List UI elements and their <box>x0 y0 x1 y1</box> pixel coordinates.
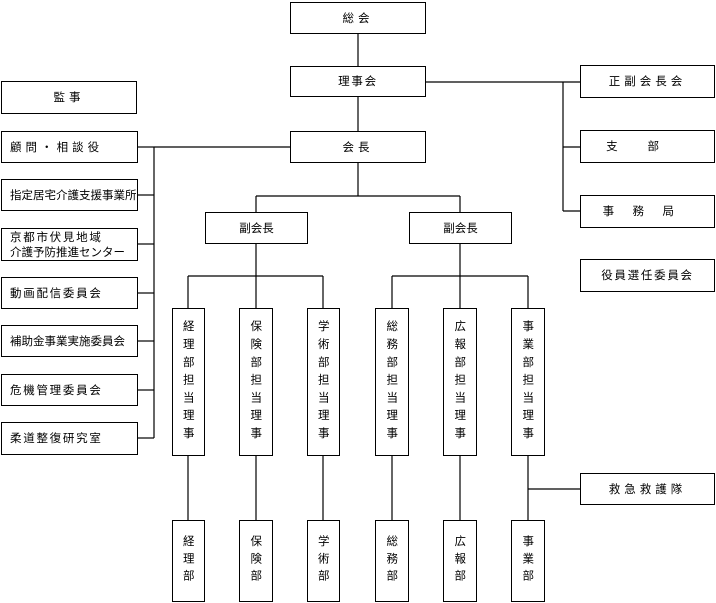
pr-director-label: 広報部担当理事 <box>453 319 468 445</box>
academic-dept-label: 学術部 <box>316 535 331 587</box>
crisis-committee-box: 危機管理委員会 <box>1 374 138 406</box>
business-director-label: 事業部担当理事 <box>521 319 536 445</box>
accounting-dept-label: 経理部 <box>181 535 196 587</box>
vice-president-right-box: 副会長 <box>409 212 512 244</box>
general-assembly-box: 総会 <box>290 2 426 34</box>
branch-box: 支部 <box>580 130 715 163</box>
pr-dept-box: 広報部 <box>443 520 477 602</box>
pr-director-box: 広報部担当理事 <box>443 308 477 456</box>
academic-director-box: 学術部担当理事 <box>307 308 340 456</box>
general-affairs-dept-label: 総務部 <box>385 535 400 587</box>
board-of-directors-box: 理事会 <box>290 66 426 97</box>
subsidy-committee-box: 補助金事業実施委員会 <box>1 325 138 357</box>
vice-president-left-box: 副会長 <box>205 212 308 244</box>
academic-director-label: 学術部担当理事 <box>316 319 331 445</box>
judo-research-box: 柔道整復研究室 <box>1 422 138 455</box>
kyoto-center-line-2: 介護予防推進センター <box>10 244 125 259</box>
kyoto-center-line-1: 京都市伏見地域 <box>10 230 103 245</box>
president-box: 会長 <box>290 131 426 163</box>
insurance-dept-label: 保険部 <box>249 535 264 587</box>
accounting-director-label: 経理部担当理事 <box>181 319 196 445</box>
business-dept-label: 事業部 <box>521 535 536 587</box>
care-support-office-box: 指定居宅介護支援事業所 <box>1 179 138 211</box>
advisor-box: 顧問・相談役 <box>1 131 138 163</box>
insurance-dept-box: 保険部 <box>239 520 273 602</box>
business-dept-box: 事業部 <box>511 520 545 602</box>
insurance-director-label: 保険部担当理事 <box>249 319 264 445</box>
auditor-box: 監事 <box>1 81 137 114</box>
academic-dept-box: 学術部 <box>307 520 340 602</box>
kyoto-prevention-center-box: 京都市伏見地域 介護予防推進センター <box>1 228 138 261</box>
video-committee-box: 動画配信委員会 <box>1 277 138 309</box>
officer-election-committee-box: 役員選任委員会 <box>580 259 715 292</box>
accounting-dept-box: 経理部 <box>172 520 205 602</box>
general-affairs-director-box: 総務部担当理事 <box>375 308 409 456</box>
insurance-director-box: 保険部担当理事 <box>239 308 273 456</box>
business-director-box: 事業部担当理事 <box>511 308 545 456</box>
vice-presidents-meeting-box: 正副会長会 <box>580 65 715 98</box>
pr-dept-label: 広報部 <box>453 535 468 587</box>
accounting-director-box: 経理部担当理事 <box>172 308 205 456</box>
general-affairs-dept-box: 総務部 <box>375 520 409 602</box>
emergency-rescue-box: 救急救護隊 <box>580 473 715 505</box>
general-affairs-director-label: 総務部担当理事 <box>385 319 400 445</box>
secretariat-box: 事務局 <box>580 195 715 228</box>
